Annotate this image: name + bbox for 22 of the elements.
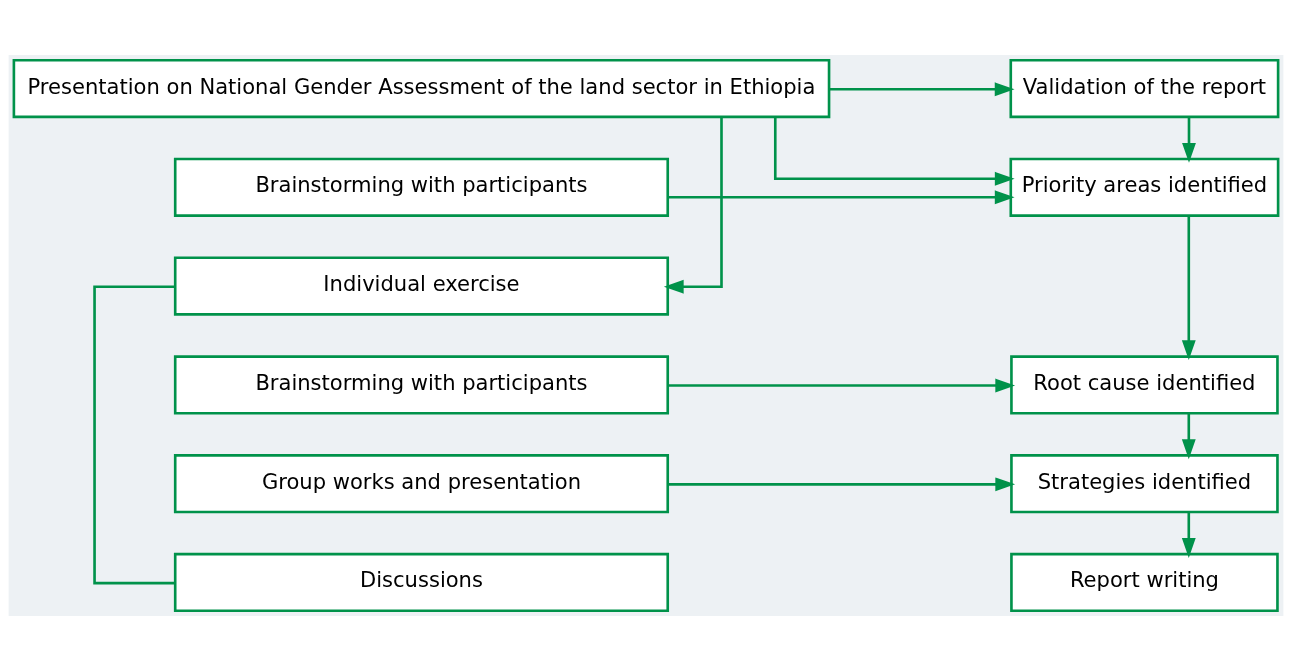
arrow — [1181, 413, 1196, 460]
connector — [93, 285, 175, 585]
node-box: Individual exercise — [173, 256, 670, 316]
arrow — [1181, 512, 1196, 558]
arrow — [667, 190, 1015, 205]
arrow — [667, 378, 1016, 393]
node-box: Report writing — [1010, 552, 1279, 613]
arrow — [667, 477, 1016, 492]
node-box: Group works and presentation — [173, 454, 670, 514]
node-box: Validation of the report — [1009, 58, 1280, 119]
node-box: Root cause identified — [1010, 355, 1279, 415]
arrow — [663, 116, 723, 294]
arrow — [829, 82, 1015, 97]
arrow — [1181, 216, 1196, 361]
node-box: Brainstorming with participants — [173, 355, 670, 415]
node-box: Discussions — [173, 552, 670, 613]
node-box: Priority areas identified — [1009, 157, 1280, 217]
arrow — [773, 117, 1015, 186]
node-box: Strategies identified — [1010, 454, 1279, 514]
node-box: Brainstorming with participants — [173, 157, 670, 217]
node-box: Presentation on National Gender Assessment of the land sector in Ethiopia — [12, 58, 831, 119]
arrow — [1182, 117, 1196, 163]
